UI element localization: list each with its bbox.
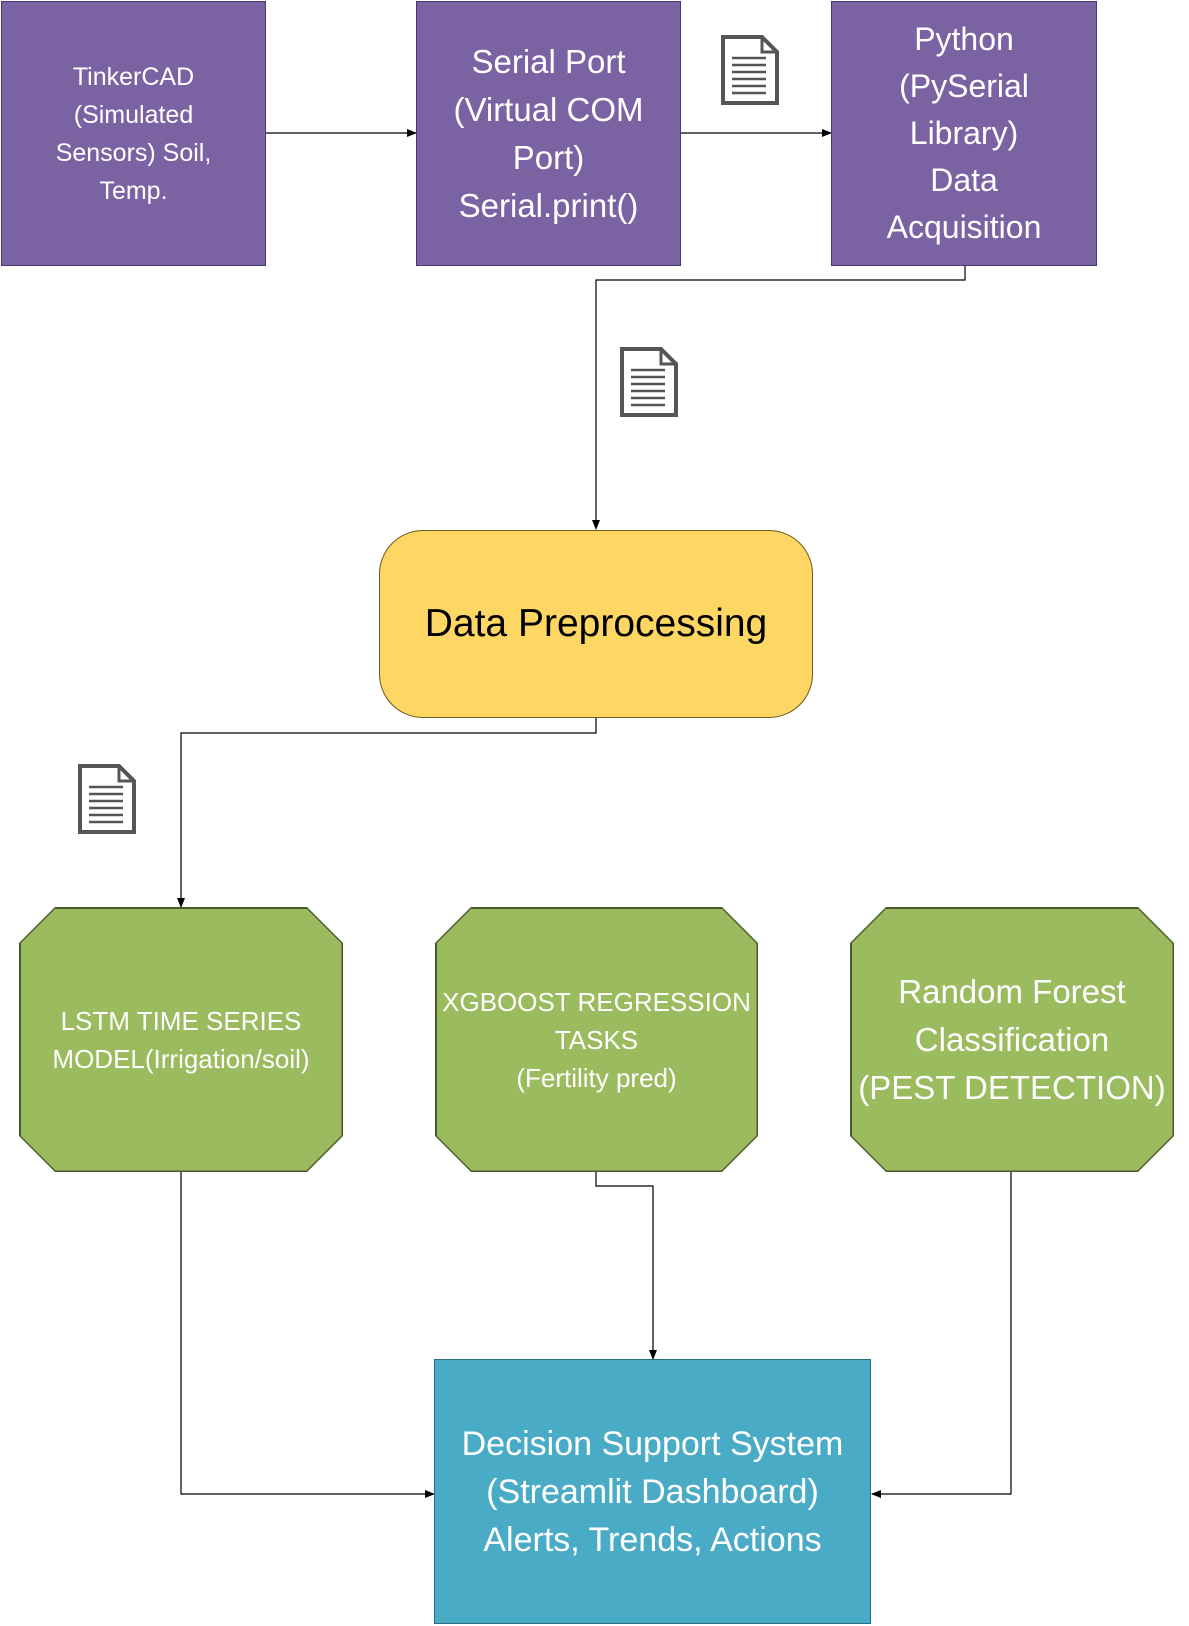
- node-python-label: Python (PySerial Library) Data Acquisiti…: [886, 21, 1042, 245]
- node-python: Python (PySerial Library) Data Acquisiti…: [831, 1, 1097, 266]
- node-data-preprocessing-label: Data Preprocessing: [424, 602, 768, 645]
- node-serial-port-label: Serial Port (Virtual COM Port) Serial.pr…: [453, 42, 644, 224]
- node-serial-port: Serial Port (Virtual COM Port) Serial.pr…: [416, 1, 681, 266]
- document-icon: [721, 35, 779, 105]
- node-tinkercad-label: TinkerCAD (Simulated Sensors) Soil, Temp…: [55, 62, 212, 205]
- node-lstm: LSTM TIME SERIES MODEL(Irrigation/soil): [19, 907, 343, 1172]
- edge-python-to-preprocessing: [592, 266, 966, 530]
- node-xgboost: XGBOOST REGRESSION TASKS (Fertility pred…: [435, 907, 758, 1172]
- edge-rf-to-dss: [871, 1172, 1012, 1498]
- node-random-forest-label: Random Forest Classification (PEST DETEC…: [858, 972, 1166, 1106]
- node-lstm-label: LSTM TIME SERIES MODEL(Irrigation/soil): [52, 1005, 310, 1074]
- node-decision-support-system: Decision Support System (Streamlit Dashb…: [434, 1359, 871, 1624]
- document-icon: [620, 347, 678, 417]
- node-data-preprocessing: Data Preprocessing: [379, 530, 813, 718]
- node-random-forest: Random Forest Classification (PEST DETEC…: [850, 907, 1174, 1172]
- node-xgboost-label: XGBOOST REGRESSION TASKS (Fertility pred…: [442, 986, 751, 1093]
- node-decision-support-system-label: Decision Support System (Streamlit Dashb…: [461, 1424, 844, 1559]
- edge-xgboost-to-dss: [595, 1172, 657, 1360]
- document-icon: [78, 764, 136, 834]
- edge-lstm-to-dss: [180, 1172, 435, 1498]
- node-tinkercad: TinkerCAD (Simulated Sensors) Soil, Temp…: [1, 1, 266, 266]
- edge-preprocessing-to-lstm: [177, 718, 597, 908]
